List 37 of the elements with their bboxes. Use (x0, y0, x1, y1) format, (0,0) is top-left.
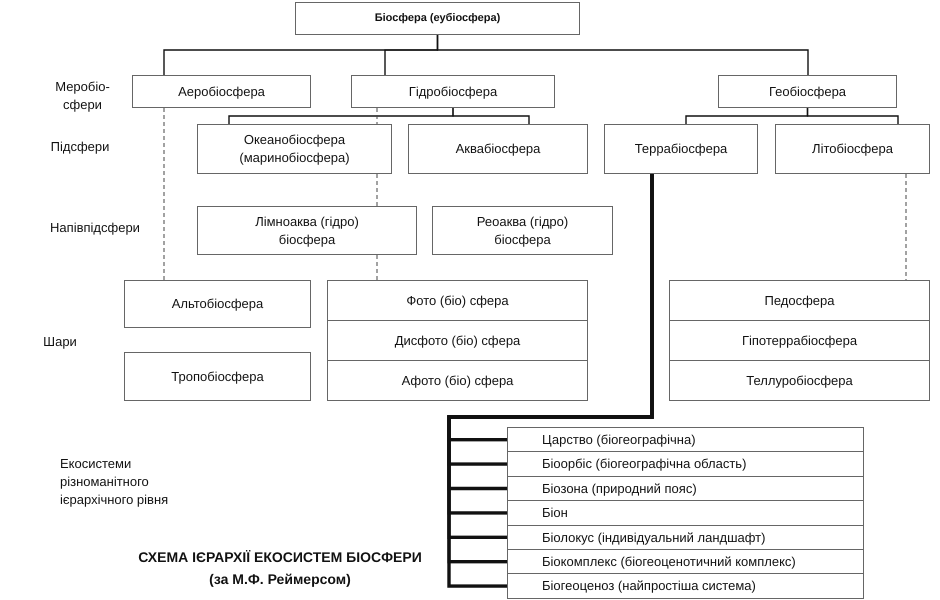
level-label: Екосистеми різноманітного ієрархічного рівня (59, 455, 170, 510)
level-box: Реоаква (гідро) біосфера (432, 206, 613, 255)
table-row: Царство (біогеографічна) (507, 427, 864, 452)
level-label: Підсфери (50, 138, 110, 156)
table-row: Біолокус (індивідуальний ландшафт) (507, 524, 864, 550)
level-box: Аквабіосфера (408, 124, 588, 174)
connector-line (436, 35, 809, 75)
connector-line (452, 108, 530, 124)
table-row: Біозона (природний пояс) (507, 476, 864, 502)
level-box: Фото (біо) сфера (327, 280, 588, 321)
level-box: Біосфера (еубіосфера) (295, 2, 580, 35)
level-box: Теллуробіосфера (669, 360, 930, 401)
level-box: Альтобіосфера (124, 280, 311, 328)
caption: СХЕМА ІЄРАРХІЇ ЕКОСИСТЕМ БІОСФЕРИ (за М.Ф. Реймерсом) (137, 548, 423, 590)
level-box: Лімноаква (гідро) біосфера (197, 206, 417, 255)
level-box: Океанобіосфера (маринобіосфера) (197, 124, 392, 174)
level-box: Террабіосфера (604, 124, 758, 174)
level-label: Шари (42, 333, 78, 351)
dashed-connector (376, 108, 378, 124)
level-box: Афото (біо) сфера (327, 360, 588, 401)
table-row: Біоорбіс (біогеографічна область) (507, 451, 864, 477)
level-label: Меробіо- сфери (54, 78, 111, 114)
level-box: Гіпотеррабіосфера (669, 320, 930, 361)
dashed-connector (376, 254, 378, 280)
table-row: Біокомплекс (біогеоценотичний комплекс) (507, 549, 864, 574)
level-box: Геобіосфера (718, 75, 897, 108)
table-row: Біогеоценоз (найпростіша система) (507, 573, 864, 599)
level-box: Літобіосфера (775, 124, 930, 174)
level-label: Напівпідсфери (49, 219, 141, 237)
table-row: Біон (507, 500, 864, 526)
dashed-connector (376, 174, 378, 206)
level-box: Дисфото (біо) сфера (327, 320, 588, 361)
level-box: Педосфера (669, 280, 930, 321)
level-box: Гідробіосфера (351, 75, 555, 108)
connector-line (806, 108, 899, 124)
level-box: Тропобіосфера (124, 352, 311, 401)
level-box: Аеробіосфера (132, 75, 311, 108)
